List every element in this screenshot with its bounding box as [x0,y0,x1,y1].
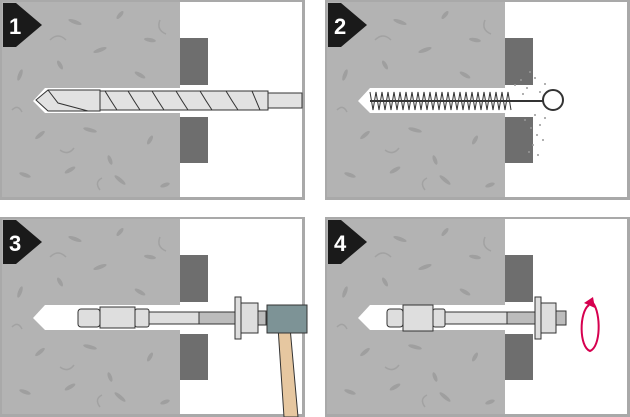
step-number: 2 [334,14,346,39]
step-number: 1 [9,14,21,39]
dust-particles [514,71,546,156]
cleaning-brush [369,89,564,111]
step-3-panel: 3 [0,216,308,417]
anchor-bolt-set [386,296,567,340]
step-2-panel: 2 [324,0,630,201]
rotation-arrow-icon [580,297,600,353]
step-4-panel: 4 [324,216,630,417]
anchor-bolt [77,296,267,340]
step-number: 3 [9,231,21,256]
hammer [266,304,308,417]
step-1-panel: 1 [0,0,306,201]
step-number: 4 [334,231,347,256]
drill-bit [35,89,303,112]
